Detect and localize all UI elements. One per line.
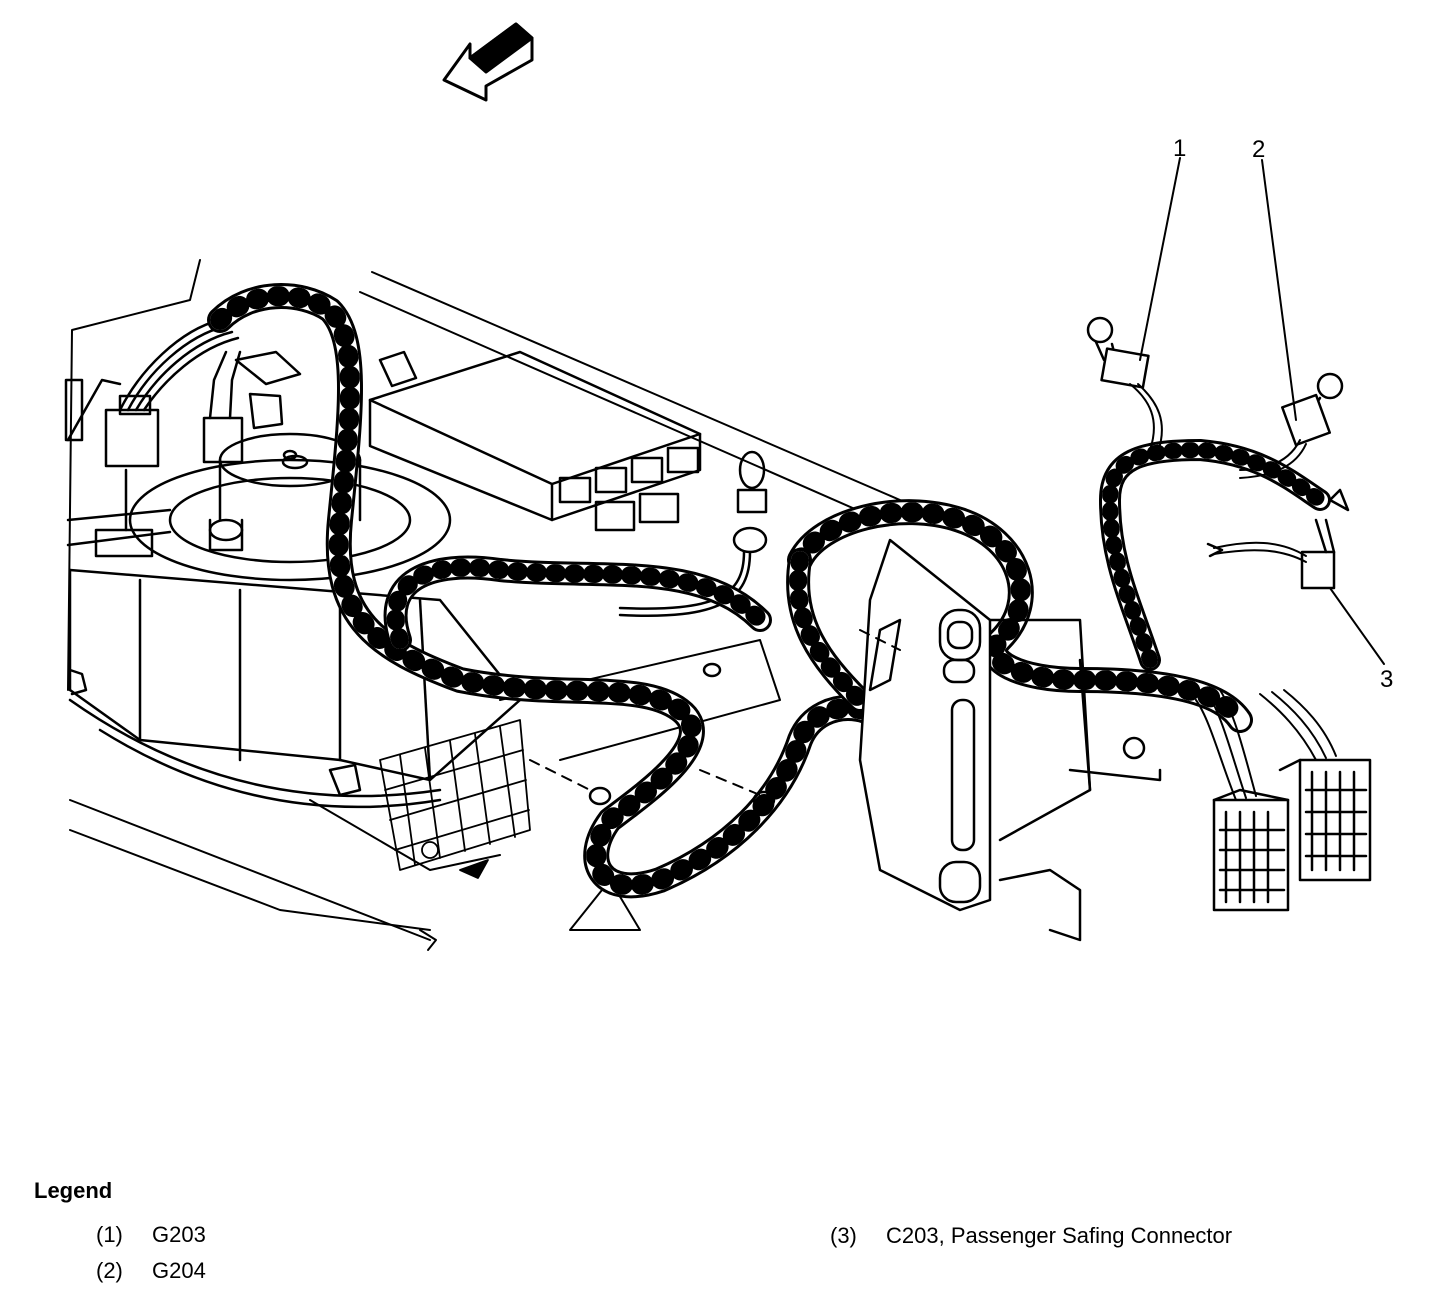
direction-arrow-icon: [442, 22, 534, 102]
fasteners: [588, 662, 776, 810]
legend-item-3: (3) C203, Passenger Safing Connector: [830, 1223, 1232, 1249]
mounting-bracket: [858, 538, 1162, 942]
legend-item-label: G203: [152, 1222, 206, 1247]
control-module-box: [282, 350, 702, 532]
blower-grille: [379, 719, 531, 879]
callout-3: 3: [1380, 666, 1393, 693]
main-harness-conduit: [207, 283, 1331, 899]
dash-panel-outline: [67, 259, 901, 951]
legend: Legend (1) G203 (2) G204 (3) C203, Passenge…: [0, 1160, 1440, 1302]
wiring-harness-illustration: 1 2 3: [64, 22, 1393, 951]
legend-title: Legend: [34, 1178, 113, 1203]
callout-2: 2: [1252, 136, 1265, 163]
legend-item-2: (2) G204: [96, 1258, 206, 1284]
legend-item-1: (1) G203: [96, 1222, 206, 1248]
legend-item-number: (2): [96, 1258, 123, 1283]
left-harness-connectors: [64, 318, 362, 797]
callout-1: 1: [1173, 135, 1186, 162]
legend-item-label: C203, Passenger Safing Connector: [886, 1223, 1233, 1248]
right-harness-connectors: [1195, 689, 1372, 912]
blower-motor-housing: [68, 432, 522, 809]
c203-safing-connector: [1206, 488, 1350, 590]
callout-leaders: [1139, 157, 1385, 665]
legend-item-label: G204: [152, 1258, 206, 1283]
fastener-guides: [529, 629, 901, 796]
legend-item-number: (1): [96, 1222, 123, 1247]
legend-item-number: (3): [830, 1223, 857, 1248]
g203-ground-eyelet: [1086, 316, 1163, 453]
